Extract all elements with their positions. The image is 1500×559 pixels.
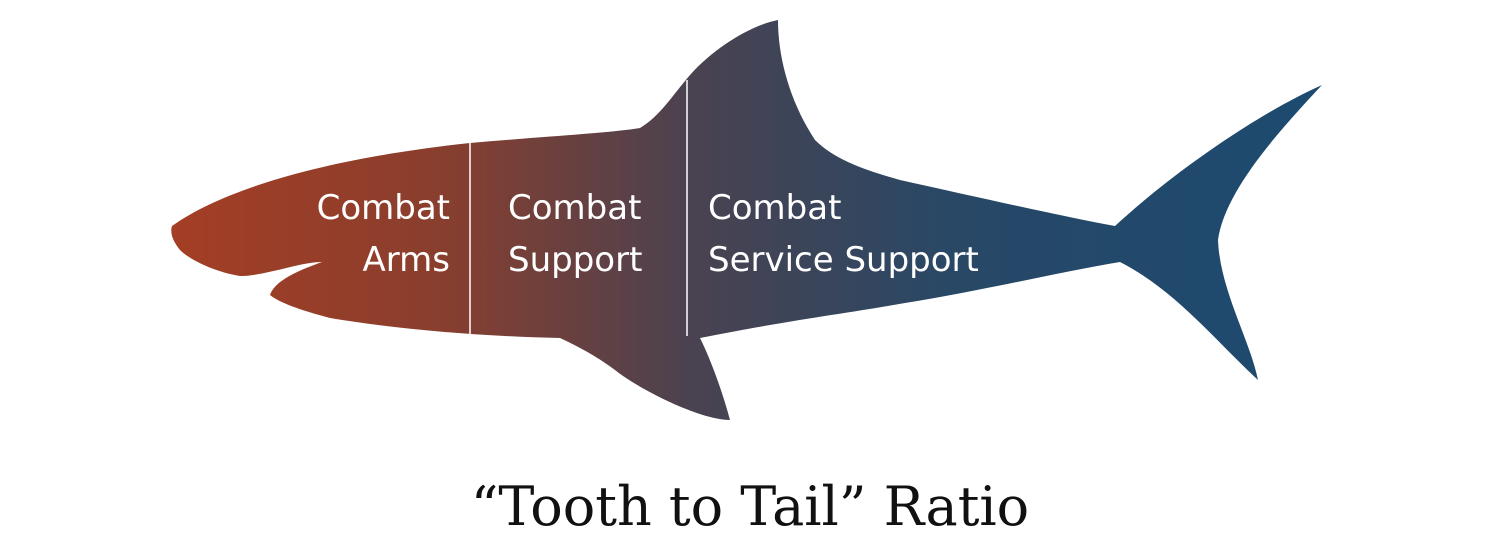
section-label-line: Combat xyxy=(708,188,842,228)
diagram-caption: “Tooth to Tail” Ratio xyxy=(470,475,1030,538)
section-label-line: Support xyxy=(508,240,643,280)
section-label-line: Combat xyxy=(508,188,642,228)
section-label-combat-support: Combat Support xyxy=(508,182,642,286)
section-label-line: Arms xyxy=(362,240,450,280)
section-label-line: Service Support xyxy=(708,240,979,280)
shark-body xyxy=(171,20,1322,420)
section-label-line: Combat xyxy=(316,188,450,228)
section-label-combat-arms: Combat Arms xyxy=(317,182,450,286)
section-label-combat-service-support: Combat Service Support xyxy=(708,182,979,286)
